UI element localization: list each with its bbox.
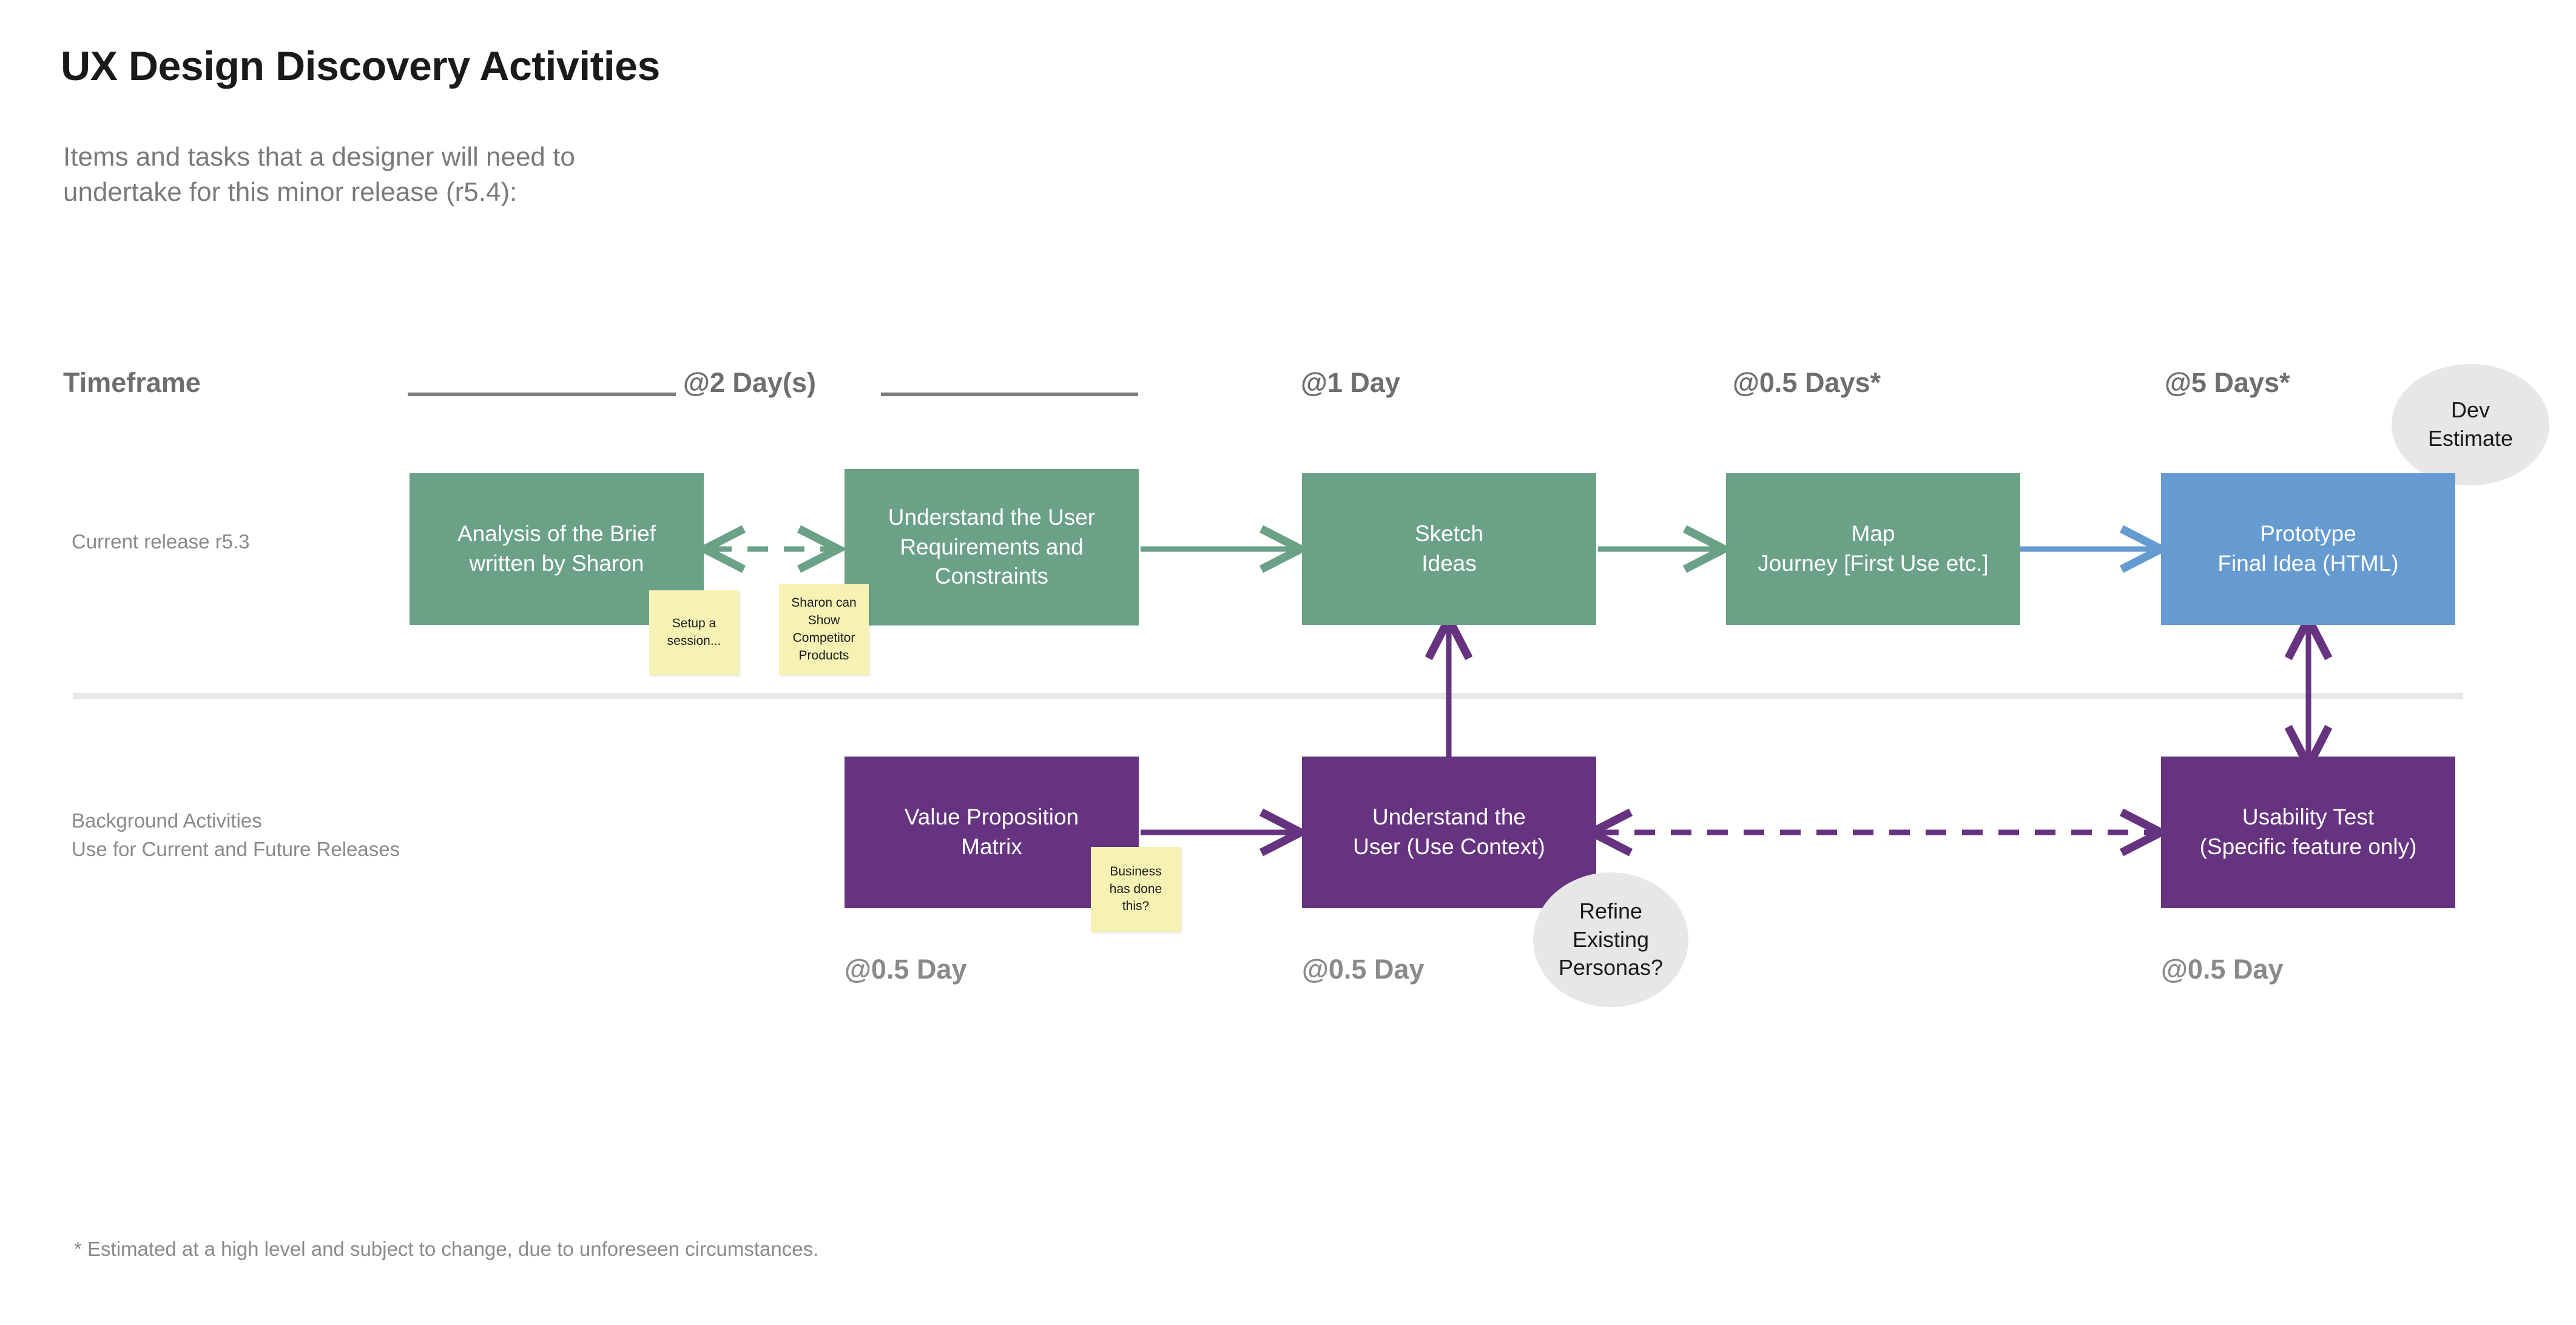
- row-divider: [73, 693, 2463, 699]
- footnote-text: * Estimated at a high level and subject …: [74, 1238, 819, 1260]
- row-label-background-activities: Background Activities Use for Current an…: [72, 809, 400, 860]
- box-prototype-final-idea[interactable]: Prototype Final Idea (HTML): [2161, 473, 2455, 625]
- sticky-note-business-has-done-this[interactable]: Business has done this?: [1091, 847, 1181, 932]
- box-sketch-ideas[interactable]: Sketch Ideas: [1302, 473, 1596, 625]
- timeframe-marker-5-days: @5 Days*: [2165, 367, 2290, 398]
- box-map-journey[interactable]: Map Journey [First Use etc.]: [1726, 473, 2020, 625]
- timeframe-row-label: Timeframe: [63, 367, 201, 398]
- page-title: UX Design Discovery Activities: [61, 43, 660, 89]
- box-understand-the-user[interactable]: Understand the User (Use Context): [1302, 757, 1596, 908]
- duration-usability-test: @0.5 Day: [2161, 954, 2284, 985]
- box-value-proposition-matrix[interactable]: Value Proposition Matrix: [845, 757, 1139, 908]
- timeframe-marker-half-days: @0.5 Days*: [1733, 367, 1881, 398]
- timeframe-marker-1-day: @1 Day: [1301, 367, 1400, 398]
- box-understand-user-requirements[interactable]: Understand the User Requirements and Con…: [845, 469, 1139, 625]
- sticky-note-setup-session[interactable]: Setup a session...: [649, 590, 739, 675]
- callout-dev-estimate: Dev Estimate: [2392, 364, 2549, 485]
- duration-understand-the-user: @0.5 Day: [1302, 954, 1425, 985]
- row-label-current-release: Current release r5.3: [72, 530, 250, 553]
- timeframe-rule-left: [408, 393, 676, 396]
- timeframe-marker-2-days: @2 Day(s): [683, 367, 816, 398]
- page-subtitle: Items and tasks that a designer will nee…: [63, 142, 575, 207]
- callout-refine-existing-personas: Refine Existing Personas?: [1533, 872, 1688, 1007]
- timeframe-rule-right: [881, 393, 1138, 396]
- duration-value-proposition-matrix: @0.5 Day: [845, 954, 967, 985]
- sticky-note-competitor-products[interactable]: Sharon can Show Competitor Products: [779, 584, 869, 675]
- box-usability-test[interactable]: Usability Test (Specific feature only): [2161, 757, 2455, 908]
